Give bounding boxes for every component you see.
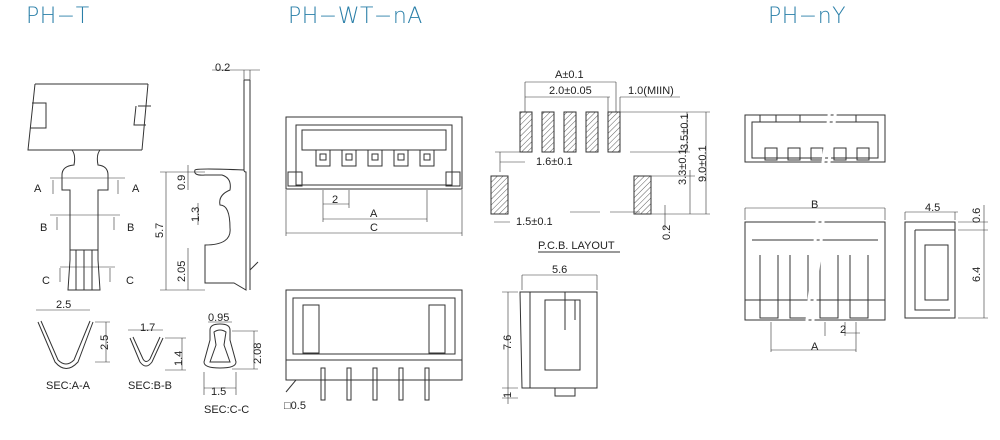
sec-cc-label: SEC:C-C [204,404,249,416]
dim-0-9: 0.9 [176,175,188,190]
sec-cc-height: 2.08 [252,343,264,364]
header-pitch: 2 [332,194,338,206]
terminal-front-view [27,83,151,291]
section-aa [36,309,110,369]
section-mark-c-right: C [126,275,134,287]
title-ph-ny: PH−nY [768,4,847,29]
pcb-dim-a: A±0.1 [555,69,584,81]
pcb-dim-3-3: 3.3±0.1 [677,148,689,185]
sec-bb-height: 1.4 [173,351,185,366]
pins [320,367,430,401]
header-side-view [502,274,598,404]
header-dim-a: A [370,208,378,220]
terminal-side-view [160,69,260,291]
section-cc [203,321,258,395]
sec-aa-width: 2.5 [56,299,71,311]
side-height: 7.6 [502,335,514,350]
housing-dim-a: A [811,341,819,353]
header-dim-c: C [370,222,378,234]
dim-thickness: 0.2 [215,62,230,74]
pcb-pad-length: 3.5±0.1 [679,113,691,150]
housing-front-view [744,207,886,352]
header-top-view [285,116,463,236]
housing-depth: 4.5 [925,202,940,214]
pcb-dim-0-2: 0.2 [661,225,673,240]
sec-aa-label: SEC:A-A [46,380,91,392]
pin-slots [315,149,435,167]
sec-bb-width: 1.7 [140,322,155,334]
pcb-tab-width: 1.5±0.1 [516,216,553,228]
side-pin: 1 [502,392,514,398]
section-mark-b-right: B [127,222,134,234]
side-width: 5.6 [552,264,567,276]
section-mark-b-left: B [40,222,47,234]
pcb-min: 1.0(MIIN) [628,85,674,97]
housing-side-view [904,205,988,319]
pcb-layout [490,81,710,253]
sec-cc-bottom: 1.5 [211,386,226,398]
pcb-offset: 1.6±0.1 [536,156,573,168]
housing-top-view [744,107,886,171]
section-mark-a-right: A [132,183,140,195]
pcb-pitch: 2.0±0.05 [549,85,592,97]
dim-5-7: 5.7 [154,223,166,238]
section-mark-c-left: C [42,275,50,287]
pin-size: □0.5 [284,400,306,412]
section-mark-a-left: A [34,183,42,195]
pcb-layout-label: P.C.B. LAYOUT [538,240,615,252]
dim-1-3: 1.3 [190,207,202,222]
header-front-view [285,289,463,401]
pcb-dim-9-0: 9.0±0.1 [697,145,709,182]
dim-2-05: 2.05 [176,261,188,282]
housing-dim-b: B [811,199,818,211]
housing-pitch: 2 [840,324,846,336]
sec-aa-height: 2.5 [99,335,111,350]
housing-height: 6.4 [971,267,983,282]
sec-cc-top: 0.95 [208,312,229,324]
title-ph-t: PH−T [26,4,90,29]
sec-bb-label: SEC:B-B [128,380,172,392]
section-bb [128,329,186,371]
housing-dim-0-6: 0.6 [971,208,983,223]
title-ph-wt-na: PH−WT−nA [288,4,423,29]
